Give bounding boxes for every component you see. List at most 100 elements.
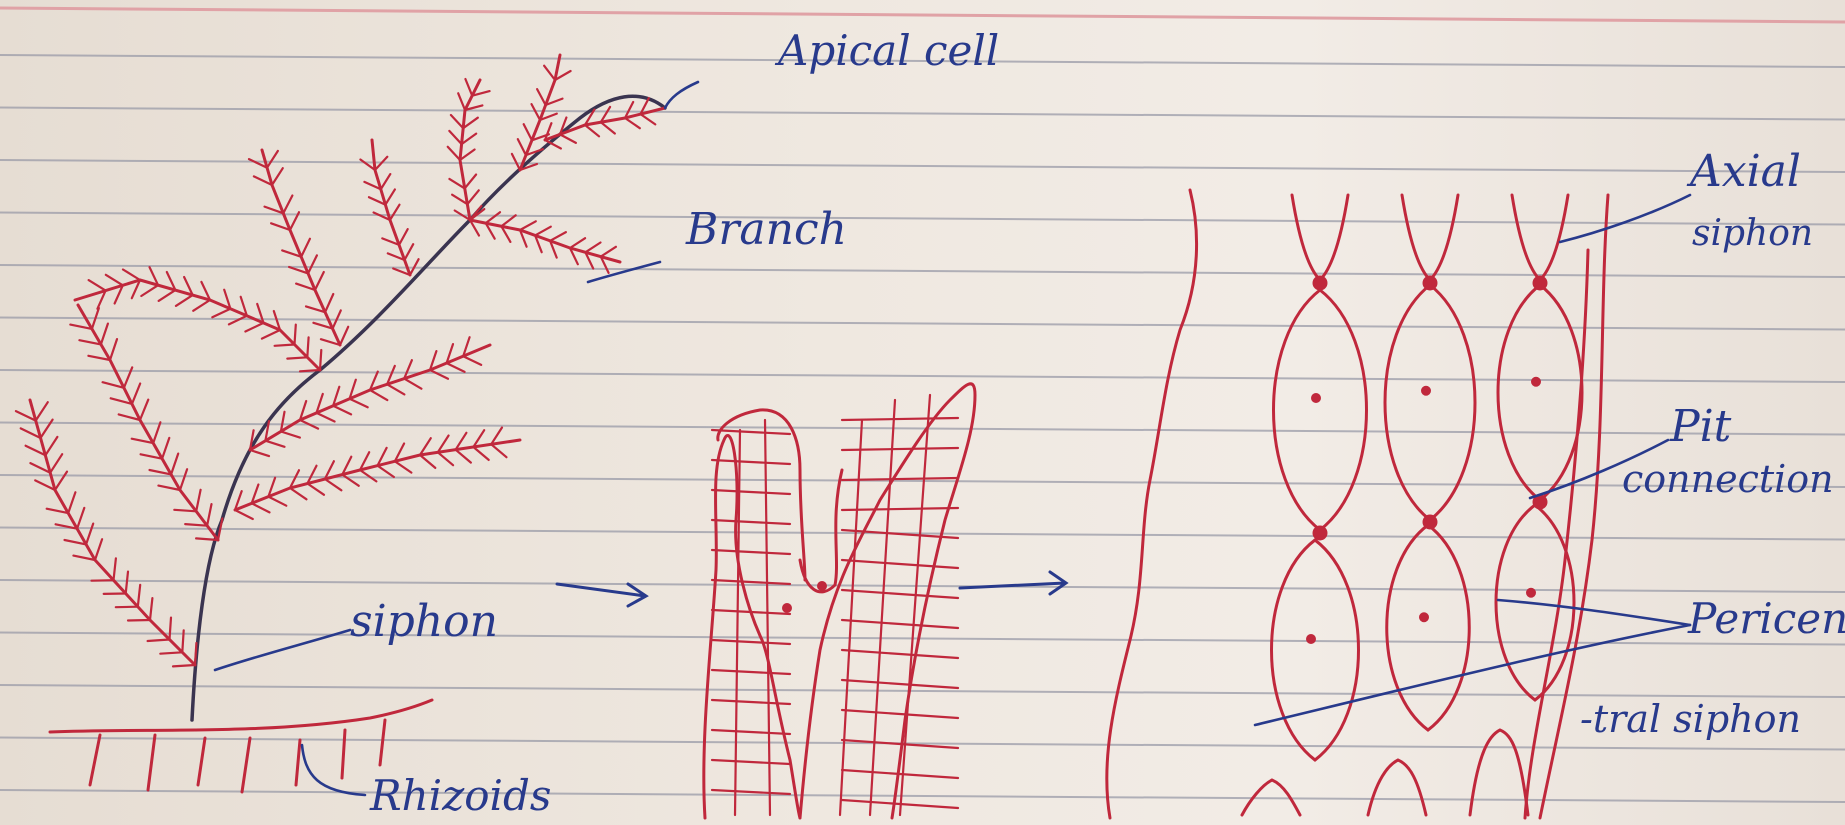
pinna xyxy=(148,640,170,642)
pinna xyxy=(550,232,566,241)
pinna xyxy=(518,139,526,155)
pinna xyxy=(281,432,300,438)
pinna xyxy=(601,247,616,257)
pinna xyxy=(385,189,395,204)
pinna xyxy=(207,504,211,526)
pinna xyxy=(171,454,178,475)
leader-apical-cell xyxy=(665,82,698,108)
pinna xyxy=(160,652,182,653)
apex-cross-wall xyxy=(842,650,958,658)
pinna xyxy=(625,118,640,128)
pinna xyxy=(106,275,123,286)
pinna xyxy=(170,618,172,640)
pinna xyxy=(458,93,465,110)
pit-connection xyxy=(1314,527,1326,539)
pinna xyxy=(537,89,546,105)
pinna xyxy=(245,323,263,332)
apex-cross-wall xyxy=(842,418,958,420)
nucleus xyxy=(1421,614,1428,621)
pinna xyxy=(150,598,152,620)
basal-fork xyxy=(1368,760,1426,815)
rule-line xyxy=(0,580,1845,592)
label-pit-connection-line1: Pit xyxy=(1670,405,1731,449)
branch-upper-2 xyxy=(460,80,480,220)
apex-cross-wall xyxy=(842,620,958,628)
label-pericentral-siphon-line1: Pericen xyxy=(1688,598,1845,640)
rhizoid xyxy=(342,730,345,778)
pinna xyxy=(267,151,278,168)
pinna xyxy=(438,452,453,465)
pinna xyxy=(101,324,108,345)
pinna xyxy=(126,572,128,594)
apex-cross-wall xyxy=(712,520,790,524)
apex-cross-wall xyxy=(712,550,790,554)
pinna xyxy=(560,134,576,143)
pinna xyxy=(287,357,307,358)
rhizoid-base xyxy=(50,700,432,732)
leader-axial-siphon xyxy=(1560,195,1690,242)
rule-line xyxy=(0,265,1845,277)
pinna xyxy=(350,399,368,408)
rule-line xyxy=(0,213,1845,225)
pinna xyxy=(395,461,412,472)
basal-fork xyxy=(1470,730,1528,815)
label-pit-connection-line2: connection xyxy=(1622,460,1834,498)
pinna xyxy=(95,539,102,560)
pinna xyxy=(193,300,210,311)
nucleus xyxy=(1423,387,1430,394)
pinna xyxy=(138,585,140,607)
apex-cross-wall xyxy=(842,508,958,510)
pinna xyxy=(641,114,656,124)
apex-cross-wall xyxy=(712,490,790,494)
pinna xyxy=(451,115,463,128)
pinna xyxy=(307,484,324,495)
pinna xyxy=(185,524,207,526)
apex-outline-left xyxy=(718,410,805,580)
apical-cup xyxy=(1292,195,1348,280)
pinna xyxy=(370,390,387,400)
pinna xyxy=(140,400,148,420)
apex-cross-wall xyxy=(842,590,958,598)
apex-long-wall xyxy=(870,400,895,815)
pinna xyxy=(456,450,471,463)
pinna xyxy=(463,356,481,365)
leader-siphon xyxy=(215,630,350,670)
pinna xyxy=(325,294,333,312)
rhizoid xyxy=(148,735,155,790)
rule-line xyxy=(0,370,1845,382)
apex-cross-wall xyxy=(712,670,790,674)
pinna xyxy=(447,363,465,372)
pinna xyxy=(110,339,117,360)
leader-pericentral-1 xyxy=(1498,600,1690,625)
pinna xyxy=(295,325,296,345)
pinna xyxy=(250,450,269,456)
label-rhizoids: Rhizoids xyxy=(370,775,551,817)
pinna xyxy=(448,147,460,160)
branch-right xyxy=(470,220,620,262)
apical-cup xyxy=(1512,195,1568,280)
pinna xyxy=(262,330,280,339)
pinna xyxy=(308,255,317,273)
nucleus xyxy=(1533,378,1540,385)
label-siphon: siphon xyxy=(350,600,498,644)
label-pericentral-siphon-line2: -tral siphon xyxy=(1580,700,1801,738)
apex-cross-wall xyxy=(712,640,790,644)
pinna xyxy=(55,472,67,490)
pinna xyxy=(116,607,138,608)
pinna xyxy=(430,370,448,379)
nucleus xyxy=(1308,636,1315,643)
pinna xyxy=(585,125,599,136)
pinna xyxy=(141,285,158,296)
pit-connection xyxy=(1534,496,1546,508)
rhizoid xyxy=(296,740,300,785)
label-branch: Branch xyxy=(686,208,847,252)
pinna xyxy=(275,345,295,346)
pinna xyxy=(50,454,62,473)
rhizoid xyxy=(198,738,205,785)
pinna xyxy=(307,337,308,357)
pinna xyxy=(360,470,376,481)
pinna xyxy=(45,437,57,455)
ruled-lines xyxy=(0,55,1845,825)
